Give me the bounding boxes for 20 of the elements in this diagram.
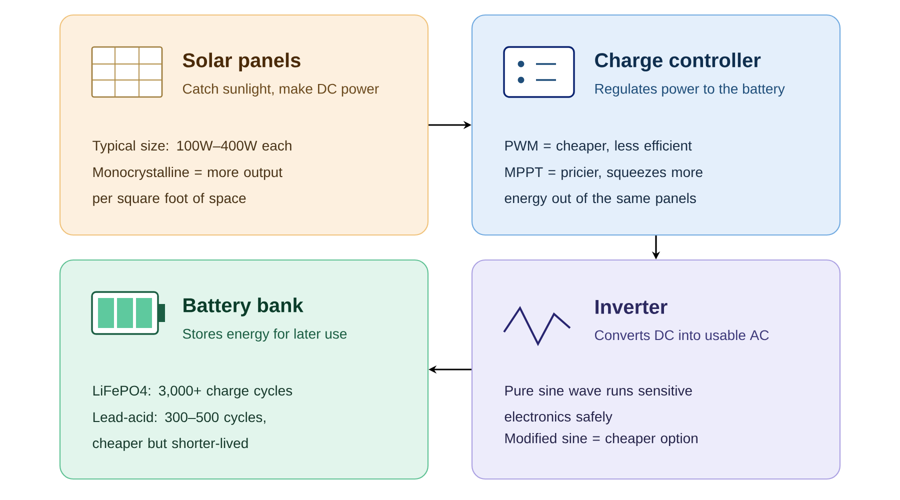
info-card: Battery bank Stores energy for later use LiFePO4: 3,000+ charge cycles Lead-acid: 300–500 cycles, cheaper but shorter-lived bbox=[59, 259, 429, 480]
info-card: Solar panels Catch sunlight, make DC power Typical size: 100W–400W each Monocrystalline = more output per square foot of space bbox=[59, 14, 429, 236]
node-label: Battery bank bbox=[184, 298, 304, 316]
node-label: PWM = cheaper, less efficient bbox=[505, 140, 692, 154]
node-label: Monocrystalline = more output per square foot of space bbox=[93, 166, 282, 206]
node-label: Modified sine = cheaper option bbox=[505, 432, 698, 446]
node-label: Solar panels bbox=[182, 52, 300, 72]
node-label: Converts DC into usable AC bbox=[594, 330, 769, 340]
info-card: Inverter Converts DC into usable AC Pure sine wave runs sensitive electronics safely Modified sine = cheaper option bbox=[471, 259, 841, 480]
node-label: LiFePO4: 3,000+ charge cycles bbox=[93, 385, 292, 398]
info-card: Charge controller Regulates power to the battery PWM = cheaper, less efficient MPPT = pricier, squeezes more energy out of the same panels bbox=[471, 14, 841, 236]
node-label: Charge controller bbox=[595, 52, 761, 72]
node-label: Stores energy for later use bbox=[182, 328, 347, 342]
node-label: Lead-acid: 300–500 cycles, cheaper but shorter-lived bbox=[92, 412, 266, 451]
node-label: Regulates power to the battery bbox=[595, 83, 785, 97]
node-label: Catch sunlight, make DC power bbox=[182, 83, 379, 97]
node-label: Inverter bbox=[596, 300, 668, 314]
node-label: MPPT = pricier, squeezes more energy out of the same panels bbox=[504, 166, 702, 206]
node-label: Pure sine wave runs sensitive electronics safely bbox=[504, 385, 692, 424]
node-label: Typical size: 100W–400W each bbox=[92, 140, 292, 154]
